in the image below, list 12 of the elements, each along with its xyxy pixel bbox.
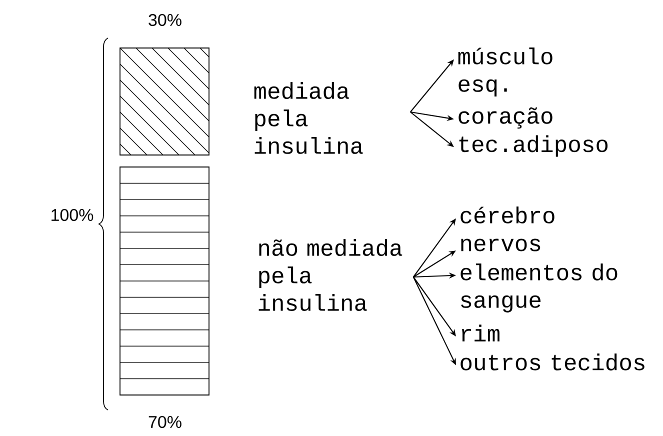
text-label: nervos <box>461 238 540 252</box>
text-label: mediada pela insulina <box>254 82 363 154</box>
percent-label: 100% <box>52 208 94 222</box>
text-label: músculo esq. <box>458 48 552 96</box>
text-label: coração <box>458 107 552 129</box>
percent-label: 70% <box>148 416 182 428</box>
text-label: cérebro <box>460 206 554 224</box>
text-label: tec.adiposo <box>459 135 608 157</box>
percent-label: 30% <box>148 14 182 26</box>
text-label: rim <box>462 324 500 342</box>
text-label: outros tecidos <box>460 354 644 370</box>
text-label: não mediada pela insulina <box>258 239 402 311</box>
